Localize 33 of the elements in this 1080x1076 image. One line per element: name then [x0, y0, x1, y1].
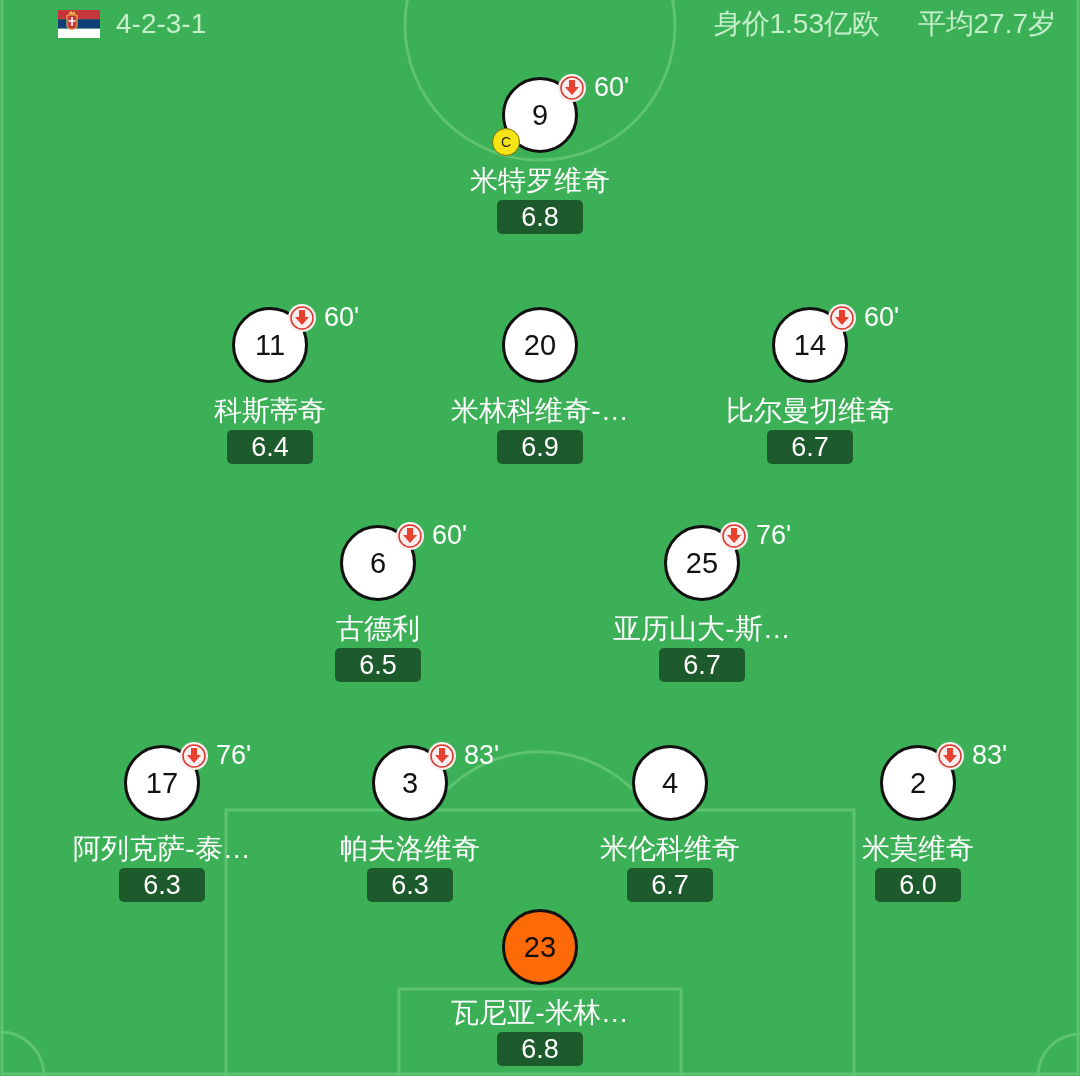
substitution-minute: 60'	[594, 71, 630, 103]
rating-badge: 6.4	[227, 430, 313, 464]
player-name: 米特罗维奇	[470, 164, 610, 198]
rating-badge: 6.7	[627, 868, 713, 902]
player-name: 阿列克萨-泰…	[73, 832, 251, 866]
substitution-minute: 60'	[324, 301, 360, 333]
player-name: 米林科维奇-…	[451, 394, 629, 428]
player-name: 米伦科维奇	[600, 832, 740, 866]
player-name: 科斯蒂奇	[214, 394, 326, 428]
rating-badge: 6.9	[497, 430, 583, 464]
substitution-minute: 83'	[464, 739, 500, 771]
header-text: 身价1.53亿欧	[713, 7, 880, 41]
header-text: 4-2-3-1	[116, 7, 207, 41]
player-name: 比尔曼切维奇	[726, 394, 894, 428]
substitution-minute: 60'	[864, 301, 900, 333]
header-text: 平均27.7岁	[917, 7, 1056, 41]
rating-badge: 6.8	[497, 200, 583, 234]
player-name: 亚历山大-斯…	[613, 612, 791, 646]
player-name: 古德利	[336, 612, 420, 646]
player-name: 帕夫洛维奇	[340, 832, 480, 866]
substitution-minute: 76'	[216, 739, 252, 771]
substitution-minute: 76'	[756, 519, 792, 551]
rating-badge: 6.7	[659, 648, 745, 682]
rating-badge: 6.5	[335, 648, 421, 682]
rating-badge: 6.8	[497, 1032, 583, 1066]
rating-badge: 6.3	[119, 868, 205, 902]
rating-badge: 6.0	[875, 868, 961, 902]
substitution-minute: 60'	[432, 519, 468, 551]
player-name: 米莫维奇	[862, 832, 974, 866]
player-name: 瓦尼亚-米林…	[451, 996, 629, 1030]
rating-badge: 6.7	[767, 430, 853, 464]
substitution-minute: 83'	[972, 739, 1008, 771]
rating-badge: 6.3	[367, 868, 453, 902]
